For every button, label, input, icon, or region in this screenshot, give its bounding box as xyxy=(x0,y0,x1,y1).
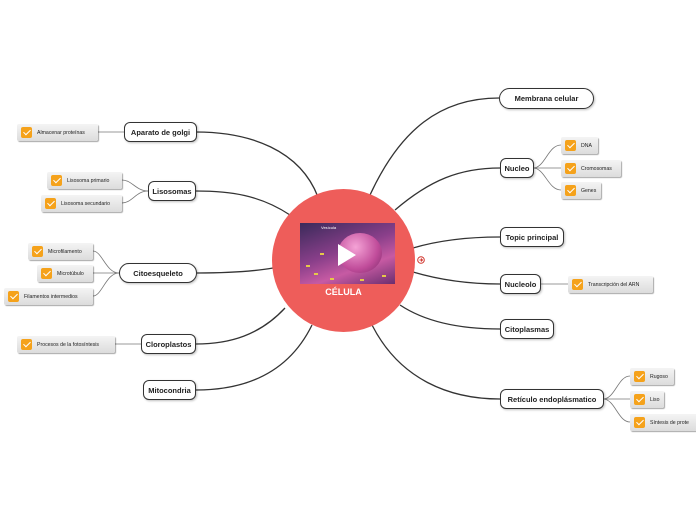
subtopic-dna[interactable]: DNA xyxy=(561,137,598,154)
subtopic-sintesis-proteinas[interactable]: Síntesis de prote xyxy=(630,414,696,431)
checkbox-icon[interactable] xyxy=(634,394,645,405)
connector-citoplasmas xyxy=(399,304,501,330)
subtopic-procesos-fotosintesis[interactable]: Procesos de la fotosíntesis xyxy=(17,336,115,353)
checkbox-icon[interactable] xyxy=(565,163,576,174)
subtopic-label: Síntesis de prote xyxy=(650,419,689,426)
connector-membrana xyxy=(369,97,500,196)
particle-dot xyxy=(314,273,318,275)
link-icon[interactable] xyxy=(417,256,425,264)
particle-dot xyxy=(306,265,310,267)
connector-lisosomas xyxy=(195,190,291,216)
topic-topic-principal[interactable]: Topic principal xyxy=(500,227,564,247)
central-topic-title: CÉLULA xyxy=(325,287,362,297)
checkbox-icon[interactable] xyxy=(21,339,32,350)
topic-membrana-celular[interactable]: Membrana celular xyxy=(499,88,594,109)
subtopic-label: Cromosomas xyxy=(581,165,612,172)
topic-mitocondria[interactable]: Mitocondria xyxy=(143,380,196,400)
particle-dot xyxy=(320,253,324,255)
connector-nucleo xyxy=(394,167,501,211)
subtopic-lisosoma-secundario[interactable]: Lisosoma secundario xyxy=(41,195,122,212)
subtopic-almacenar-proteinas[interactable]: Almacenar proteínas xyxy=(17,124,98,141)
subtopic-transcripcion-arn[interactable]: Transcripción del ARN xyxy=(568,276,653,293)
subtopic-label: Genes xyxy=(581,187,597,194)
checkbox-icon[interactable] xyxy=(41,268,52,279)
topic-aparato-de-golgi[interactable]: Aparato de golgi xyxy=(124,122,197,142)
subtopic-genes[interactable]: Genes xyxy=(561,182,601,199)
topic-nucleolo[interactable]: Nucleolo xyxy=(500,274,541,294)
subtopic-label: Procesos de la fotosíntesis xyxy=(37,341,99,348)
connector-nucleolo xyxy=(412,271,501,285)
play-icon[interactable] xyxy=(338,244,356,266)
topic-lisosomas[interactable]: Lisosomas xyxy=(148,181,196,201)
checkbox-icon[interactable] xyxy=(634,371,645,382)
subtopic-label: Filamentos intermedios xyxy=(24,293,78,300)
subtopic-liso[interactable]: Liso xyxy=(630,391,664,408)
checkbox-icon[interactable] xyxy=(51,175,62,186)
checkbox-icon[interactable] xyxy=(572,279,583,290)
checkbox-icon[interactable] xyxy=(565,140,576,151)
subtopic-label: Lisosoma secundario xyxy=(61,200,111,207)
subtopic-cromosomas[interactable]: Cromosomas xyxy=(561,160,621,177)
subtopic-microtubulo[interactable]: Microtúbulo xyxy=(37,265,93,282)
topic-citoesqueleto[interactable]: Citoesqueleto xyxy=(119,263,197,283)
checkbox-icon[interactable] xyxy=(21,127,32,138)
connector-cloroplastos xyxy=(195,307,286,345)
subtopic-label: Almacenar proteínas xyxy=(37,129,85,136)
checkbox-icon[interactable] xyxy=(45,198,56,209)
topic-citoplasmas[interactable]: Citoplasmas xyxy=(500,319,554,339)
connector-topic-principal xyxy=(412,236,501,249)
checkbox-icon[interactable] xyxy=(8,291,19,302)
topic-cloroplastos[interactable]: Cloroplastos xyxy=(141,334,196,354)
subtopic-lisosoma-primario[interactable]: Lisosoma primario xyxy=(47,172,122,189)
checkbox-icon[interactable] xyxy=(32,246,43,257)
subtopic-label: Transcripción del ARN xyxy=(588,281,640,288)
checkbox-icon[interactable] xyxy=(634,417,645,428)
subtopic-label: Liso xyxy=(650,396,660,403)
subtopic-label: Microfilamento xyxy=(48,248,82,255)
topic-reticulo-endoplasmatico[interactable]: Retículo endoplásmatico xyxy=(500,389,604,409)
particle-dot xyxy=(330,278,334,280)
subtopic-label: DNA xyxy=(581,142,592,149)
connector-citoesqueleto xyxy=(196,267,274,274)
particle-dot xyxy=(360,279,364,281)
topic-nucleo[interactable]: Nucleo xyxy=(500,158,534,178)
subtopic-filamentos-intermedios[interactable]: Filamentos intermedios xyxy=(4,288,93,305)
subtopic-label: Rugoso xyxy=(650,373,668,380)
connector-golgi xyxy=(195,131,319,198)
connector-reticulo xyxy=(371,324,501,400)
subtopic-microfilamento[interactable]: Microfilamento xyxy=(28,243,93,260)
particle-dot xyxy=(382,275,386,277)
subtopic-rugoso[interactable]: Rugoso xyxy=(630,368,674,385)
subtopic-label: Microtúbulo xyxy=(57,270,84,277)
checkbox-icon[interactable] xyxy=(565,185,576,196)
subtopic-label: Lisosoma primario xyxy=(67,177,110,184)
connector-mitocondria xyxy=(195,324,313,391)
video-label: Vesícula xyxy=(321,225,337,230)
